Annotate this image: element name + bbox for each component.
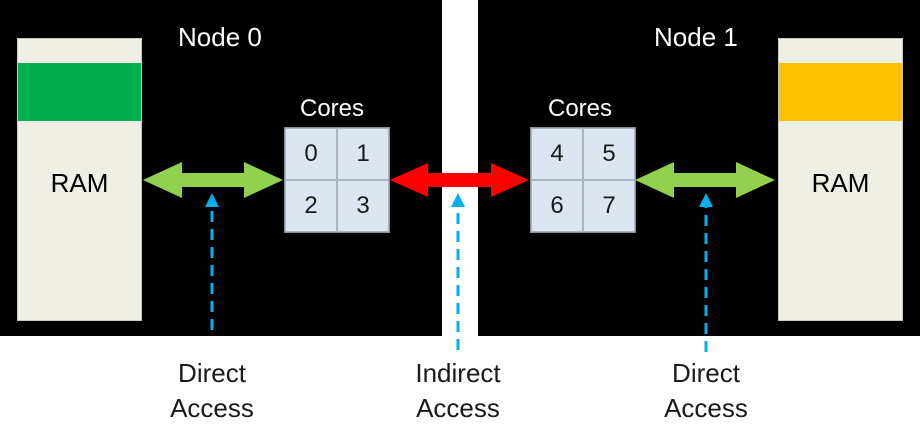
direct-access-label-left: Direct Access bbox=[142, 356, 282, 426]
direct-access-right-line2: Access bbox=[664, 393, 748, 423]
node-0-panel: Node 0 RAM Cores 0 1 2 3 bbox=[0, 0, 442, 336]
node-0-ram-label: RAM bbox=[50, 168, 109, 198]
pointer-indirect bbox=[451, 193, 465, 350]
core-3: 3 bbox=[337, 180, 389, 232]
direct-access-left-line1: Direct bbox=[178, 358, 246, 388]
direct-access-right-line1: Direct bbox=[672, 358, 740, 388]
direct-access-arrow-right bbox=[635, 162, 775, 198]
direct-access-arrow-left bbox=[143, 162, 283, 198]
node-1-ram: RAM bbox=[778, 38, 903, 321]
core-6: 6 bbox=[531, 180, 583, 232]
node-1-cores-label: Cores bbox=[548, 95, 613, 122]
node-0-ram-band bbox=[18, 63, 141, 121]
core-1: 1 bbox=[337, 128, 389, 180]
node-1-ram-band bbox=[779, 63, 902, 121]
direct-access-label-right: Direct Access bbox=[636, 356, 776, 426]
pointer-direct-right bbox=[699, 193, 713, 352]
core-2: 2 bbox=[285, 180, 337, 232]
pointer-direct-left bbox=[205, 193, 219, 330]
node-1-ram-label: RAM bbox=[811, 168, 870, 198]
indirect-access-line2: Access bbox=[416, 393, 500, 423]
core-4: 4 bbox=[531, 128, 583, 180]
core-0: 0 bbox=[285, 128, 337, 180]
node-1-panel: Node 1 Cores 4 5 6 7 RAM bbox=[478, 0, 920, 336]
node-0-core-grid: 0 1 2 3 bbox=[284, 127, 390, 233]
core-5: 5 bbox=[583, 128, 635, 180]
core-7: 7 bbox=[583, 180, 635, 232]
indirect-access-line1: Indirect bbox=[415, 358, 501, 388]
node-0-ram: RAM bbox=[17, 38, 142, 321]
node-0-title: Node 0 bbox=[178, 22, 262, 52]
indirect-access-label: Indirect Access bbox=[388, 356, 528, 426]
node-1-core-grid: 4 5 6 7 bbox=[530, 127, 636, 233]
node-1-title: Node 1 bbox=[654, 22, 738, 52]
direct-access-left-line2: Access bbox=[170, 393, 254, 423]
node-0-cores-label: Cores bbox=[300, 95, 365, 122]
indirect-access-arrow bbox=[390, 163, 529, 197]
